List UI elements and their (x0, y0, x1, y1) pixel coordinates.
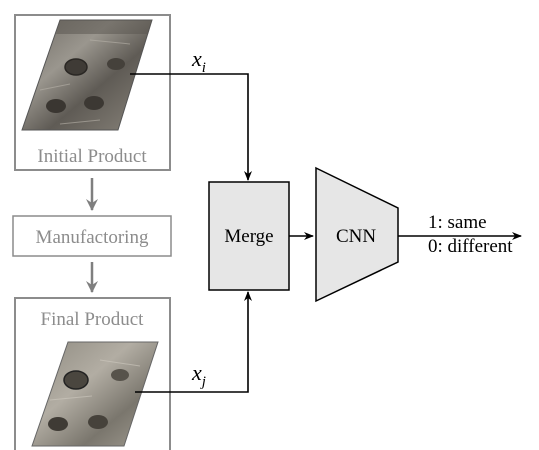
manufacturing-label: Manufactoring (36, 227, 149, 248)
hole-icon (111, 369, 129, 381)
hole-icon (46, 99, 66, 113)
hole-icon (84, 96, 104, 110)
initial-product-panel: Initial Product (14, 14, 171, 171)
input-xj-arrow (135, 291, 252, 393)
input-xj-label: xj (191, 360, 206, 390)
input-xi-label: xi (191, 46, 206, 76)
merge-block: Merge (208, 181, 290, 291)
final-product-label: Final Product (41, 309, 145, 330)
manufacturing-panel: Manufactoring (12, 215, 172, 257)
hole-icon (48, 417, 68, 431)
hole-icon (88, 415, 108, 429)
initial-product-image (21, 19, 153, 131)
cnn-block: CNN (315, 166, 399, 303)
hole-icon (64, 58, 88, 76)
cnn-label: CNN (336, 226, 376, 247)
manufacturing-frame (12, 215, 172, 257)
hole-icon (107, 58, 125, 70)
output-different-label: 0: different (428, 236, 513, 257)
hole-icon (63, 370, 89, 390)
initial-product-label: Initial Product (37, 146, 147, 167)
final-product-image (31, 341, 159, 447)
output-same-label: 1: same (428, 212, 487, 233)
final-product-panel: Final Product (14, 297, 171, 450)
input-xi-arrow (130, 73, 252, 181)
merge-label: Merge (224, 226, 273, 247)
